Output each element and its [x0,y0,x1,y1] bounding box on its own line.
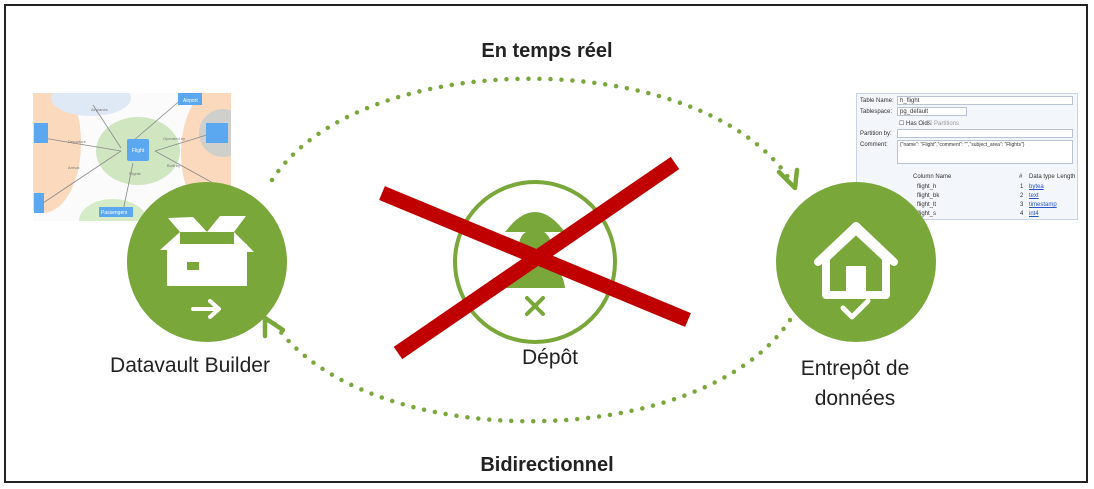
data-type-cell: bytea [1029,184,1044,190]
column-name-cell: flight_s [917,211,937,217]
svg-text:Flights: Flights [129,171,141,176]
data-type-cell: timestamp [1029,202,1057,208]
bidirectional-label: Bidirectionnel [480,454,614,476]
arrow-head-left-icon [262,315,286,339]
tablespace-label: Tablespace: [860,109,893,115]
length-header: Length [1057,174,1076,180]
svg-text:Operated by: Operated by [163,136,185,141]
top-dotted-arc [269,76,793,183]
partition-by-label: Partition by: [860,131,892,137]
column-num-cell: 1 [1020,184,1024,190]
svg-text:Airport: Airport [183,98,198,104]
column-name-cell: flight_lt [917,202,937,208]
column-num-cell: 4 [1020,211,1024,217]
arrow-head-right-icon [776,167,800,191]
bottom-dotted-arc [269,317,793,424]
column-num-cell: 2 [1020,193,1024,199]
svg-text:Built by: Built by [167,163,180,168]
column-name-cell: flight_h [917,184,937,190]
column-num-header: # [1019,174,1023,180]
tablespace-field: pg_default [897,107,967,116]
warehouse-label-line1: Entrepôt de [800,357,910,380]
column-num-cell: 3 [1020,202,1024,208]
data-type-header: Data type [1029,174,1055,180]
partition-by-field [897,129,1073,138]
data-type-cell: int4 [1029,211,1039,217]
table-editor-thumbnail: Table Name: h_flight Tablespace: pg_defa… [856,93,1078,220]
column-name-cell: flight_bk [917,193,940,199]
open-box-arrow-icon [127,182,287,342]
svg-text:Flight: Flight [132,148,145,154]
svg-text:Passengers: Passengers [101,210,128,216]
has-oids-checkbox-label: ☐ Has Oids [899,121,931,127]
depot-label: Dépôt [521,346,579,369]
warehouse-label: Entrepôt de données [770,354,940,414]
house-check-icon [776,182,936,342]
partitions-checkbox-label: ☐ Partitions [927,121,960,127]
svg-text:Arrival: Arrival [68,165,79,170]
svg-text:Departure: Departure [68,139,87,144]
column-name-header: Column Name [913,174,952,180]
data-type-cell: text [1029,193,1039,199]
datavault-builder-label: Datavault Builder [110,354,270,377]
warehouse-label-line2: données [814,387,896,410]
table-name-field: h_flight [897,96,1073,105]
table-name-label: Table Name: [860,98,894,104]
realtime-label: En temps réel [481,40,613,62]
comment-field: {"name": "Flight","comment": "","subject… [897,140,1073,164]
red-cross-icon [379,156,691,360]
svg-text:Airplanes: Airplanes [91,107,108,112]
comment-label: Comment: [860,142,888,148]
